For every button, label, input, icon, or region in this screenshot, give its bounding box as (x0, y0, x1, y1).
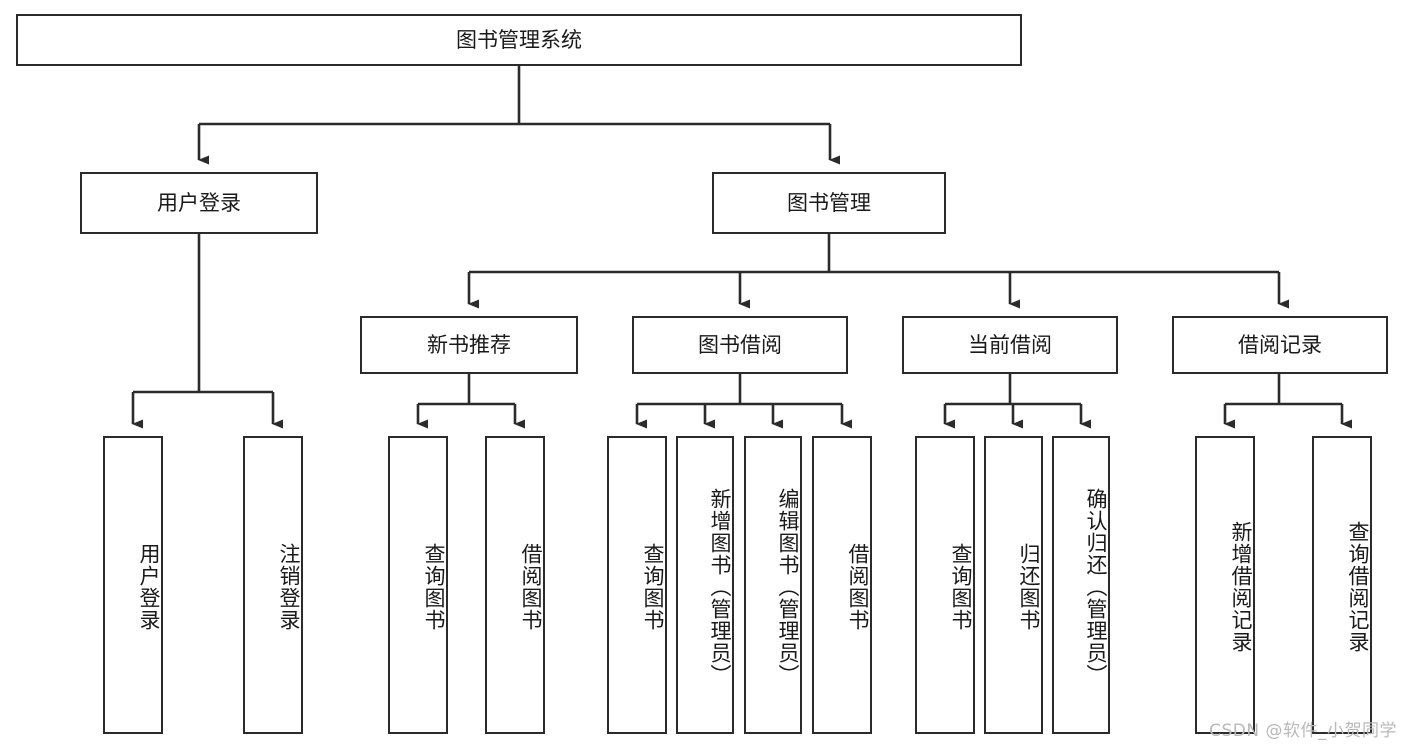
leaf-user-logout-label: 注销登录 (277, 543, 301, 631)
node-root-label: 图书管理系统 (456, 27, 582, 52)
leaf-query-book-3-label: 查询图书 (949, 543, 973, 631)
leaf-query-book-2-label: 查询图书 (641, 543, 665, 631)
leaf-query-book-3[interactable]: 查询图书 (915, 436, 975, 734)
leaf-user-login[interactable]: 用户登录 (103, 436, 163, 734)
leaf-borrow-book-2[interactable]: 借阅图书 (812, 436, 872, 734)
node-root[interactable]: 图书管理系统 (16, 14, 1022, 66)
leaf-add-record[interactable]: 新增借阅记录 (1195, 436, 1255, 734)
leaf-query-book-1-label: 查询图书 (422, 543, 446, 631)
leaf-return-book[interactable]: 归还图书 (984, 436, 1043, 734)
node-book-manage[interactable]: 图书管理 (712, 172, 946, 234)
leaf-query-record-label: 查询借阅记录 (1346, 521, 1370, 653)
node-book-manage-label: 图书管理 (787, 190, 871, 215)
leaf-borrow-book-1[interactable]: 借阅图书 (485, 436, 545, 734)
leaf-add-record-label: 新增借阅记录 (1229, 521, 1253, 653)
leaf-add-book[interactable]: 新增图书（管理员） (676, 436, 734, 734)
leaf-add-book-label: 新增图书（管理员） (708, 488, 732, 686)
leaf-user-logout[interactable]: 注销登录 (243, 436, 303, 734)
leaf-confirm-return-label: 确认归还（管理员） (1084, 488, 1108, 686)
leaf-query-book-1[interactable]: 查询图书 (388, 436, 448, 734)
node-user-login[interactable]: 用户登录 (80, 172, 318, 234)
watermark: CSDN @软件_小贺同学 (1209, 721, 1397, 741)
leaf-borrow-book-1-label: 借阅图书 (519, 543, 543, 631)
leaf-query-book-2[interactable]: 查询图书 (607, 436, 667, 734)
node-new-book-recommend[interactable]: 新书推荐 (360, 316, 578, 374)
leaf-confirm-return[interactable]: 确认归还（管理员） (1052, 436, 1110, 734)
leaf-edit-book[interactable]: 编辑图书（管理员） (744, 436, 802, 734)
node-borrow-record[interactable]: 借阅记录 (1172, 316, 1388, 374)
leaf-borrow-book-2-label: 借阅图书 (846, 543, 870, 631)
node-current-borrow[interactable]: 当前借阅 (902, 316, 1118, 374)
node-new-book-recommend-label: 新书推荐 (427, 332, 511, 357)
node-book-borrow-label: 图书借阅 (698, 332, 782, 357)
leaf-edit-book-label: 编辑图书（管理员） (776, 488, 800, 686)
node-book-borrow[interactable]: 图书借阅 (632, 316, 848, 374)
leaf-query-record[interactable]: 查询借阅记录 (1312, 436, 1372, 734)
node-current-borrow-label: 当前借阅 (968, 332, 1052, 357)
leaf-user-login-label: 用户登录 (137, 543, 161, 631)
leaf-return-book-label: 归还图书 (1017, 543, 1041, 631)
node-borrow-record-label: 借阅记录 (1238, 332, 1322, 357)
node-user-login-label: 用户登录 (157, 190, 241, 215)
